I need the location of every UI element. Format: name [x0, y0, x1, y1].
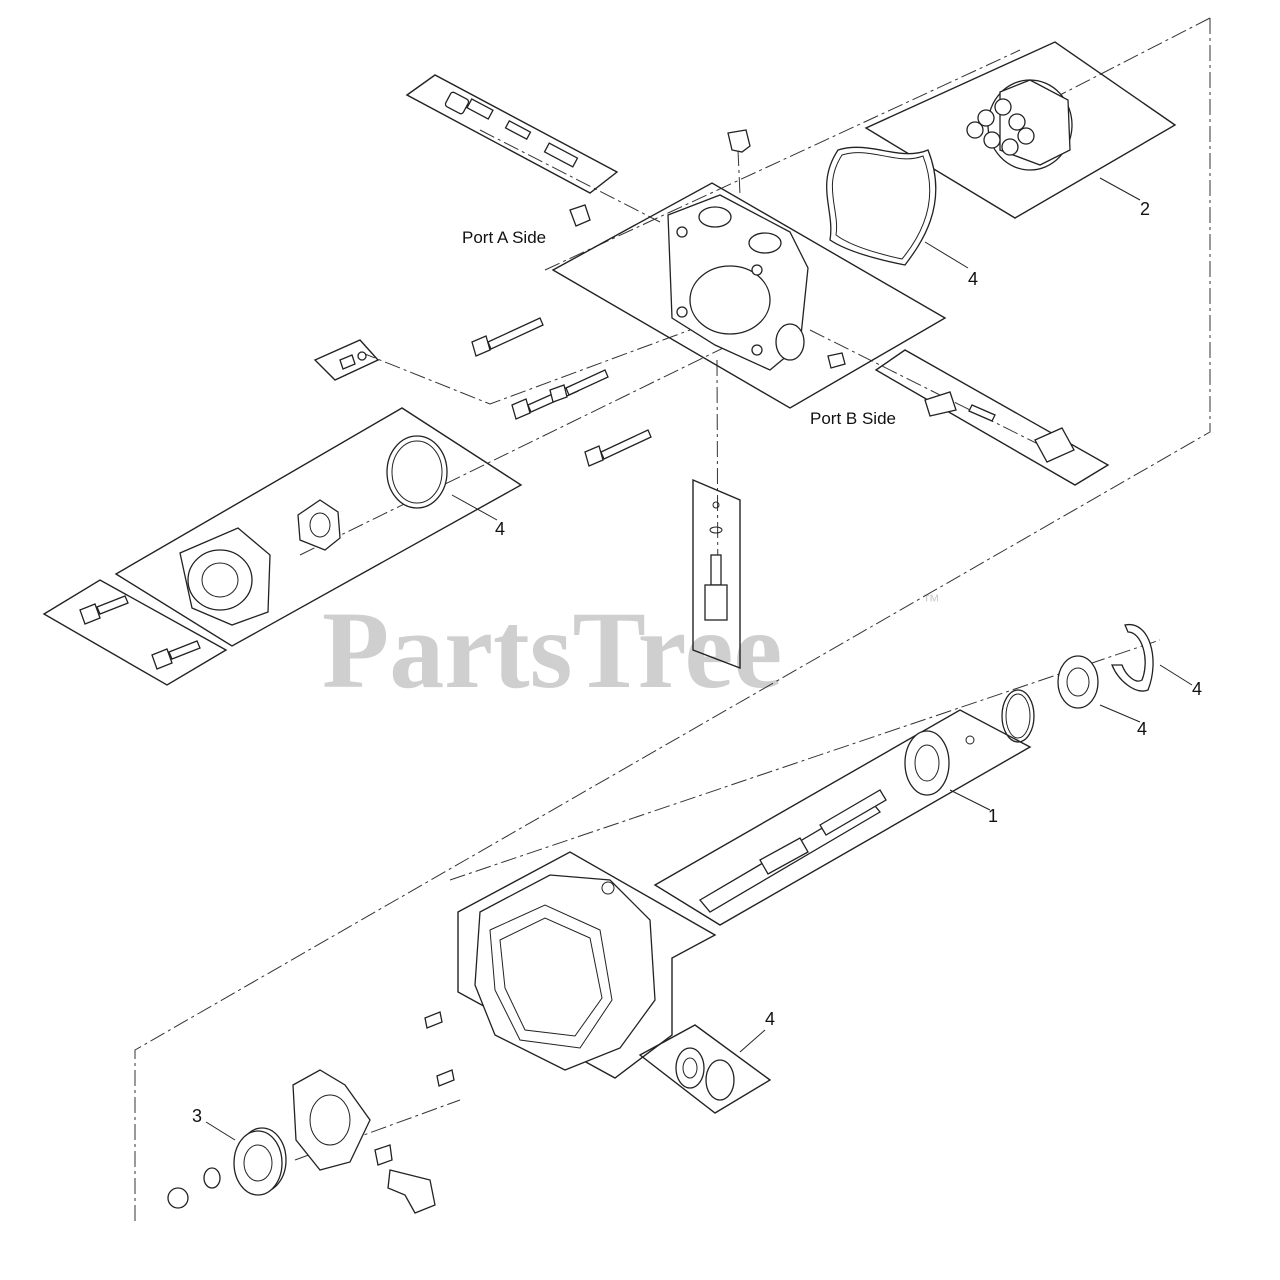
relief-valve-panel-b: [874, 349, 1110, 486]
cover-screws-panel: [42, 579, 228, 686]
callout-1: 1: [988, 806, 998, 826]
watermark-trademark: ™: [922, 591, 940, 611]
callout-3: 3: [192, 1106, 202, 1126]
cylinder-block-panel: 2: [864, 41, 1177, 219]
retaining-ring-right: 4: [1111, 624, 1202, 699]
center-section-panel: [551, 182, 947, 409]
charge-pump-panel: 4: [114, 407, 523, 647]
callout-2: 2: [1140, 199, 1150, 219]
bearing-right: 4: [1001, 655, 1147, 743]
callout-4-oring-top: 4: [968, 269, 978, 289]
relief-valve-panel-a: [405, 74, 619, 194]
callout-4-oring-left: 4: [495, 519, 505, 539]
oring-top: 4: [826, 146, 978, 289]
assembly-boundary: [134, 17, 1211, 1225]
label-port-b-side: Port B Side: [810, 409, 896, 428]
trunnion-parts: 3: [167, 1069, 436, 1214]
input-shaft-panel: 1: [653, 709, 1032, 926]
watermark: PartsTree ™: [322, 589, 940, 711]
check-valve-panel: [313, 339, 380, 381]
plug-top: [727, 129, 751, 153]
bypass-valve-panel: [692, 478, 741, 670]
callout-4-seal: 4: [765, 1009, 775, 1029]
main-housing-panel: [424, 851, 717, 1087]
callout-4-retaining-ring: 4: [1192, 679, 1202, 699]
bolts-center: [471, 317, 652, 467]
shaft-seal-panel: 4: [638, 1009, 775, 1114]
callout-4-bearing: 4: [1137, 719, 1147, 739]
label-port-a-side: Port A Side: [462, 228, 546, 247]
